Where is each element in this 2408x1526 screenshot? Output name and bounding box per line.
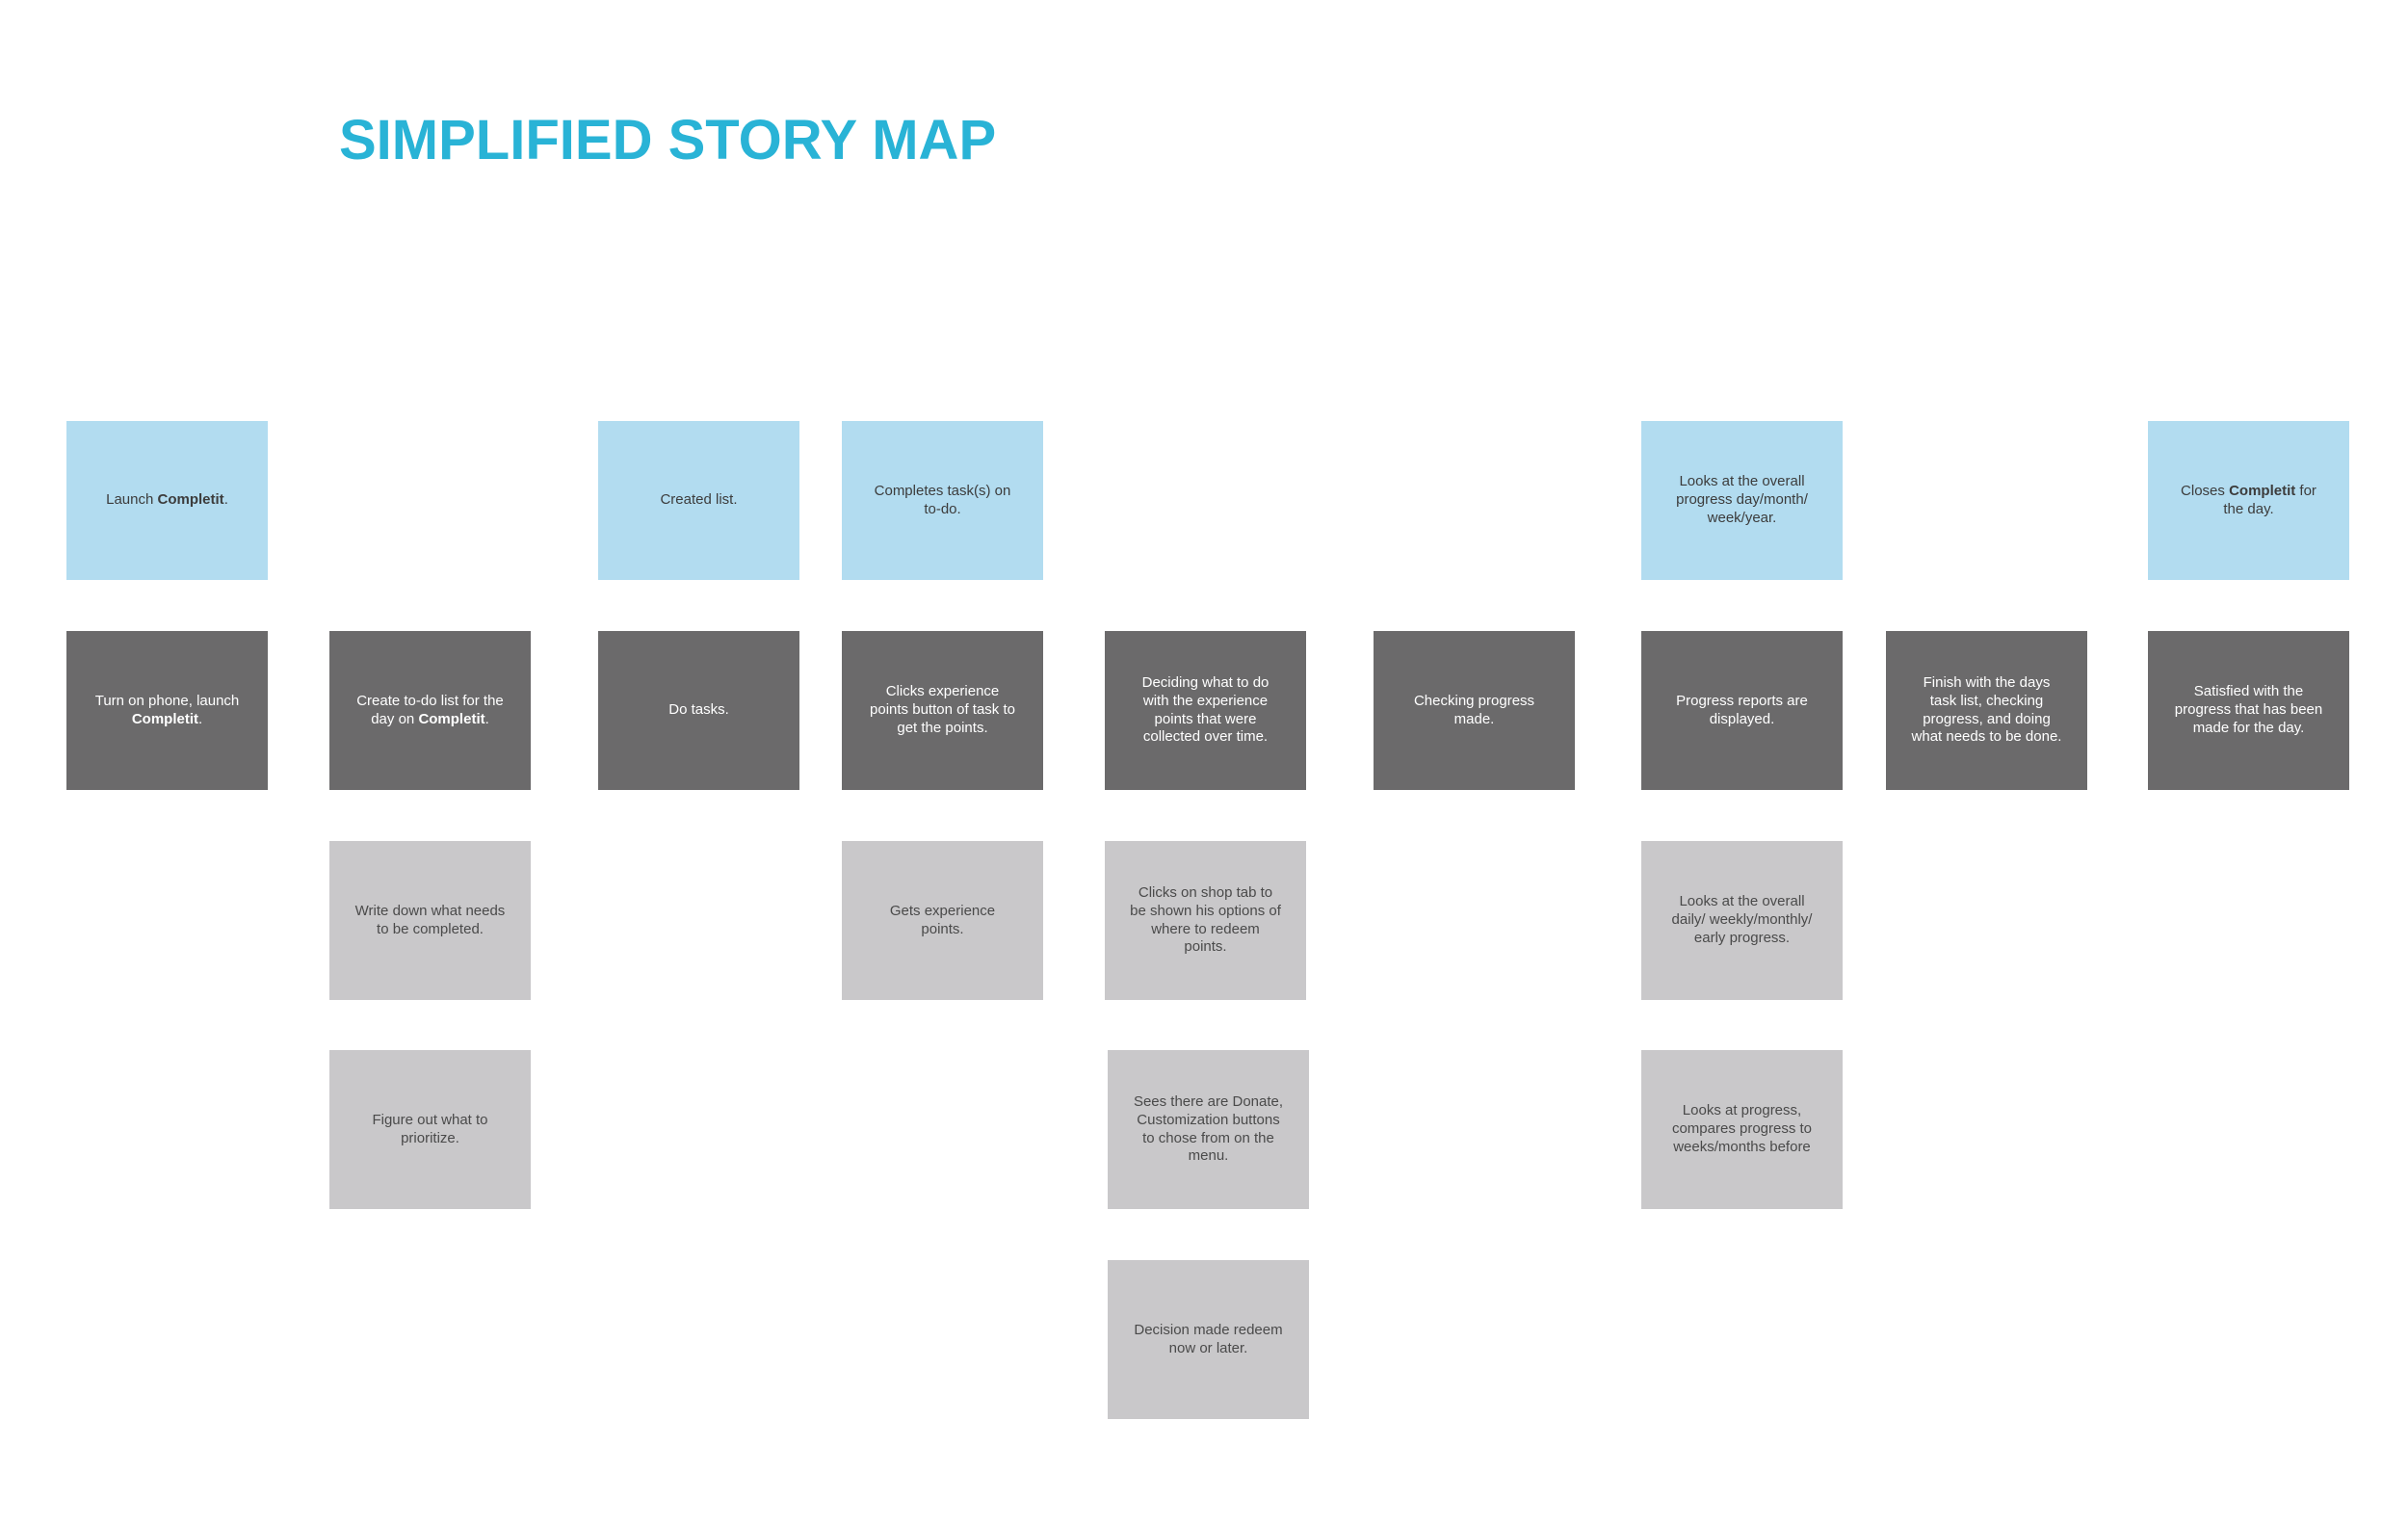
- card-activity-created-list[interactable]: Created list.: [598, 421, 799, 580]
- card-activity-looks-overall[interactable]: Looks at the overall progress day/month/…: [1641, 421, 1843, 580]
- page-title: SIMPLIFIED STORY MAP: [339, 109, 997, 171]
- card-story-looks-daily[interactable]: Looks at the overall daily/ weekly/month…: [1641, 841, 1843, 1000]
- card-story-write-down[interactable]: Write down what needs to be completed.: [329, 841, 531, 1000]
- card-text: Looks at the overall daily/ weekly/month…: [1671, 893, 1813, 946]
- card-activity-closes[interactable]: Closes Completit for the day.: [2148, 421, 2349, 580]
- card-story-decision[interactable]: Decision made redeem now or later.: [1108, 1260, 1309, 1419]
- card-text: Write down what needs to be completed.: [354, 902, 506, 937]
- card-text: Decision made redeem now or later.: [1134, 1321, 1283, 1356]
- card-activity-completes-tasks[interactable]: Completes task(s) on to-do.: [842, 421, 1043, 580]
- card-text: Completes task(s) on to-do.: [874, 482, 1011, 517]
- card-text: Created list.: [660, 491, 738, 509]
- card-text: Looks at progress, compares progress to …: [1671, 1102, 1813, 1155]
- card-task-clicks-xp[interactable]: Clicks experience points button of task …: [842, 631, 1043, 790]
- card-text: Sees there are Donate, Customization but…: [1133, 1093, 1284, 1165]
- card-text: Launch Completit.: [106, 491, 228, 509]
- card-task-checking-progress[interactable]: Checking progress made.: [1374, 631, 1575, 790]
- card-text: Do tasks.: [668, 701, 729, 719]
- card-task-satisfied[interactable]: Satisfied with the progress that has bee…: [2148, 631, 2349, 790]
- card-story-donate-customization[interactable]: Sees there are Donate, Customization but…: [1108, 1050, 1309, 1209]
- card-task-create-todo[interactable]: Create to-do list for the day on Complet…: [329, 631, 531, 790]
- card-text: Looks at the overall progress day/month/…: [1676, 473, 1808, 526]
- card-text: Gets experience points.: [889, 902, 996, 937]
- card-text: Deciding what to do with the experience …: [1141, 674, 1269, 746]
- card-story-shop-tab[interactable]: Clicks on shop tab to be shown his optio…: [1105, 841, 1306, 1000]
- card-story-gets-xp[interactable]: Gets experience points.: [842, 841, 1043, 1000]
- card-story-figure-out[interactable]: Figure out what to prioritize.: [329, 1050, 531, 1209]
- card-text: Turn on phone, launch Completit.: [94, 692, 240, 727]
- card-text: Closes Completit for the day.: [2181, 482, 2316, 517]
- card-activity-launch[interactable]: Launch Completit.: [66, 421, 268, 580]
- card-task-do-tasks[interactable]: Do tasks.: [598, 631, 799, 790]
- card-text: Progress reports are displayed.: [1676, 692, 1808, 727]
- card-text: Create to-do list for the day on Complet…: [356, 692, 504, 727]
- card-text: Clicks on shop tab to be shown his optio…: [1130, 884, 1281, 956]
- card-text: Finish with the days task list, checking…: [1911, 674, 2062, 746]
- card-text: Checking progress made.: [1413, 692, 1535, 727]
- card-text: Clicks experience points button of task …: [870, 683, 1015, 736]
- card-story-compares[interactable]: Looks at progress, compares progress to …: [1641, 1050, 1843, 1209]
- card-task-deciding[interactable]: Deciding what to do with the experience …: [1105, 631, 1306, 790]
- card-task-turn-on[interactable]: Turn on phone, launch Completit.: [66, 631, 268, 790]
- card-task-finish[interactable]: Finish with the days task list, checking…: [1886, 631, 2087, 790]
- card-task-progress-reports[interactable]: Progress reports are displayed.: [1641, 631, 1843, 790]
- card-text: Figure out what to prioritize.: [372, 1111, 488, 1146]
- card-text: Satisfied with the progress that has bee…: [2174, 683, 2323, 736]
